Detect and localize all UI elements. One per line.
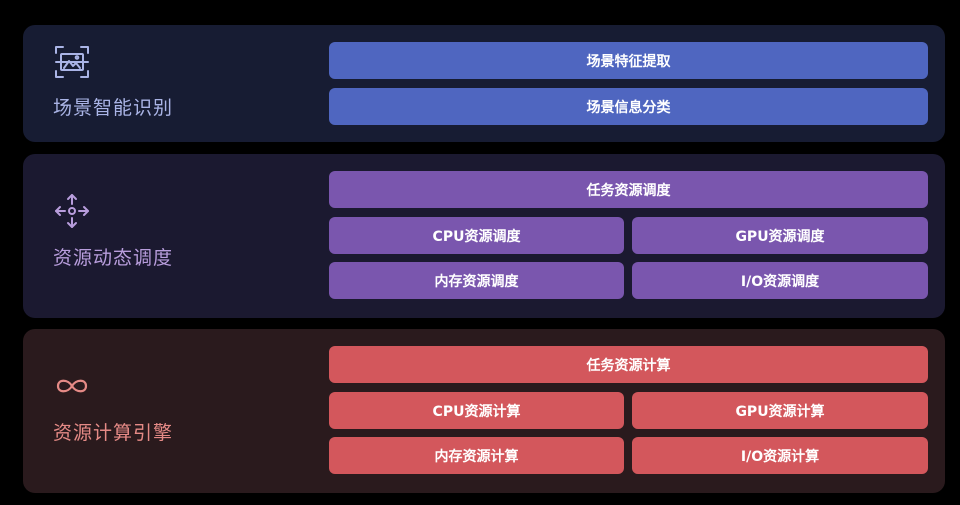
gpu-compute-block: GPU资源计算	[632, 392, 928, 429]
memory-compute-block: 内存资源计算	[329, 437, 624, 474]
cpu-scheduling-block: CPU资源调度	[329, 217, 624, 254]
task-scheduling-block: 任务资源调度	[329, 171, 928, 208]
cpu-compute-block: CPU资源计算	[329, 392, 624, 429]
section-title: 资源动态调度	[53, 247, 174, 269]
dynamic-scheduling-panel: 资源动态调度 任务资源调度 CPU资源调度 GPU资源调度 内存资源调度 I/O…	[23, 154, 945, 318]
compute-engine-panel: 资源计算引擎 任务资源计算 CPU资源计算 GPU资源计算 内存资源计算 I/O…	[23, 329, 945, 493]
io-compute-block: I/O资源计算	[632, 437, 928, 474]
scene-recognition-panel: 场景智能识别 场景特征提取 场景信息分类	[23, 25, 945, 142]
task-compute-block: 任务资源计算	[329, 346, 928, 383]
feature-extraction-block: 场景特征提取	[329, 42, 928, 79]
io-scheduling-block: I/O资源调度	[632, 262, 928, 299]
move-arrows-icon	[53, 192, 91, 230]
section-title: 资源计算引擎	[53, 422, 174, 444]
info-classification-block: 场景信息分类	[329, 88, 928, 125]
memory-scheduling-block: 内存资源调度	[329, 262, 624, 299]
infinity-icon	[53, 367, 91, 405]
section-title: 场景智能识别	[53, 97, 174, 119]
scan-image-icon	[53, 43, 91, 81]
gpu-scheduling-block: GPU资源调度	[632, 217, 928, 254]
